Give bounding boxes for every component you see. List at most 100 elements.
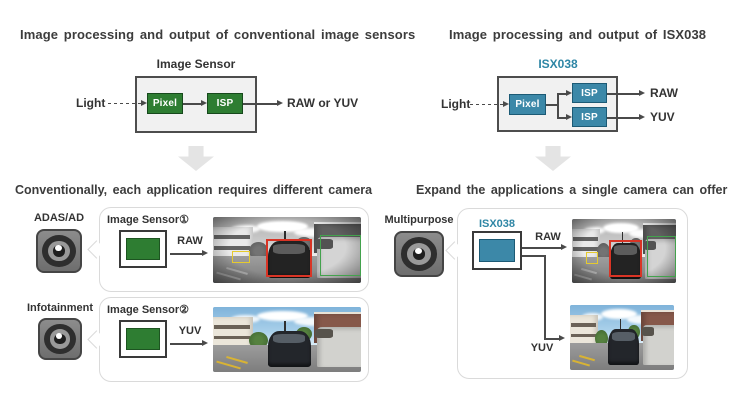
split-bottom-line	[557, 117, 567, 119]
street-scene	[570, 305, 674, 370]
image-sensor2-chip	[126, 328, 160, 350]
pixel-block-conventional: Pixel	[147, 93, 183, 114]
adas-raw-photo	[213, 217, 361, 283]
camera-lens-glint	[55, 245, 62, 251]
detection-box-green	[646, 236, 676, 277]
isp-block-conventional: ISP	[207, 93, 243, 114]
scene-window-row	[571, 323, 596, 328]
scene-window-row	[214, 335, 250, 340]
fisheye-vignette	[213, 217, 361, 283]
split-top-line	[557, 93, 567, 95]
raw-label-adas: RAW	[177, 235, 203, 247]
street-scene	[213, 307, 361, 372]
camera-lens-glint	[414, 247, 422, 254]
yuv-label-multipurpose: YUV	[530, 342, 554, 354]
raw-out-line	[607, 93, 640, 95]
light-arrow-head-isx038	[503, 101, 509, 107]
camera-lens-core	[53, 245, 65, 257]
raw-arrow-line-adas	[170, 253, 203, 255]
image-sensor1-label: Image Sensor①	[107, 214, 190, 226]
heading-single-camera: Expand the applications a single camera …	[416, 183, 728, 197]
yuv-out-head	[639, 114, 645, 120]
image-sensor2-label: Image Sensor②	[107, 304, 190, 316]
raw-out-head	[639, 90, 645, 96]
yuv-arrow-head-multipurpose	[559, 335, 565, 341]
raw-arrow-line-multipurpose	[522, 247, 562, 249]
pixel-split-line	[546, 104, 558, 106]
image-sensor1-chip	[126, 238, 160, 260]
split-vertical-line	[557, 93, 559, 118]
light-label-isx038: Light	[441, 97, 471, 111]
scene-truck-window	[641, 327, 655, 337]
pixel-to-isp-head	[201, 100, 207, 106]
raw-label-isx038: RAW	[650, 86, 678, 100]
detection-box-red	[609, 240, 642, 278]
light-arrow-line	[108, 103, 141, 105]
multipurpose-yuv-photo	[570, 305, 674, 370]
heading-isx038-flow: Image processing and output of ISX038	[449, 27, 707, 42]
isx038-title: ISX038	[538, 57, 578, 71]
detection-box-yellow	[232, 250, 250, 264]
isp1-block-isx038: ISP	[572, 83, 607, 103]
output-head-conventional	[277, 100, 283, 106]
yuv-arrow-line-multipurpose	[544, 338, 560, 340]
scene-cloud	[257, 310, 308, 322]
yuv-arrow-line-infotainment	[170, 343, 203, 345]
heading-conventional-apps: Conventionally, each application require…	[15, 183, 373, 197]
detection-box-green	[319, 234, 361, 277]
scene-building-left	[570, 314, 599, 348]
output-line-conventional	[243, 103, 278, 105]
isx038-chip	[479, 239, 515, 262]
camera-lens-glint	[56, 333, 63, 339]
light-arrow-head	[141, 100, 147, 106]
scene-traffic-pole	[284, 320, 287, 335]
multipurpose-label: Multipurpose	[384, 214, 454, 226]
camera-lens-core	[412, 248, 426, 260]
adas-camera-icon	[36, 229, 82, 273]
detection-box-red	[266, 238, 313, 278]
down-arrow-right-icon	[535, 146, 571, 171]
yuv-out-line	[607, 117, 640, 119]
multipurpose-camera-icon	[394, 231, 444, 277]
raw-arrow-head-adas	[202, 250, 208, 256]
scene-cloud	[601, 308, 637, 320]
detection-box-yellow	[585, 251, 598, 264]
adas-label: ADAS/AD	[33, 212, 85, 224]
branch-line-horizontal	[522, 255, 545, 257]
scene-car-window	[612, 331, 635, 342]
scene-window-row	[571, 333, 596, 338]
infotainment-label: Infotainment	[27, 302, 93, 314]
scene-building-left	[213, 316, 253, 350]
image-sensor2-chip-frame	[119, 320, 167, 358]
scene-tree	[248, 331, 268, 350]
light-arrow-line-isx038	[470, 104, 503, 106]
scene-tree	[594, 329, 609, 348]
heading-conventional-flow: Image processing and output of conventio…	[20, 27, 416, 42]
image-sensor1-chip-frame	[119, 230, 167, 268]
yuv-label-isx038: YUV	[650, 110, 675, 124]
isx038-chip-frame	[472, 231, 522, 270]
raw-arrow-head-multipurpose	[561, 244, 567, 250]
scene-window-row	[214, 325, 250, 330]
output-label-conventional: RAW or YUV	[287, 96, 359, 110]
conventional-sensor-title: Image Sensor	[156, 57, 236, 71]
down-arrow-left-icon	[178, 146, 214, 171]
scene-traffic-pole	[619, 318, 622, 333]
branch-line-vertical	[544, 255, 546, 339]
raw-label-multipurpose: RAW	[535, 231, 561, 243]
yuv-label-infotainment: YUV	[178, 325, 202, 337]
split-bottom-head	[566, 114, 572, 120]
multipurpose-raw-photo	[572, 219, 676, 283]
infotainment-yuv-photo	[213, 307, 361, 372]
infotainment-camera-icon	[38, 318, 82, 360]
camera-lens-core	[54, 333, 66, 345]
split-top-head	[566, 90, 572, 96]
pixel-to-isp-line	[183, 103, 202, 105]
scene-truck-window	[315, 329, 333, 339]
pixel-block-isx038: Pixel	[509, 94, 546, 115]
light-label-conventional: Light	[76, 96, 106, 110]
yuv-arrow-head-infotainment	[202, 340, 208, 346]
fisheye-vignette	[572, 219, 676, 283]
isx038-panel-label: ISX038	[478, 218, 516, 230]
